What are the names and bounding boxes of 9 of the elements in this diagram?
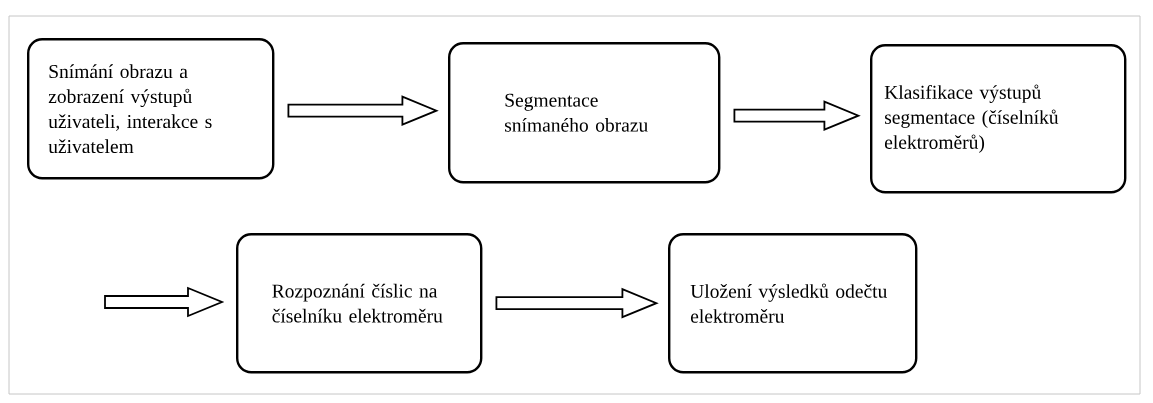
block-arrow [104, 286, 225, 318]
block-arrow [495, 287, 659, 319]
block-arrow [733, 100, 861, 132]
process-box: Uložení výsledků odečtu elektroměru [668, 233, 918, 374]
block-arrow [287, 95, 439, 127]
process-box: Snímání obrazu a zobrazení výstupů uživateli, interakce s uživatelem [27, 38, 275, 180]
process-box: Klasifikace výstupů segmentace (číselníků elektroměrů) [870, 44, 1127, 194]
process-box: Rozpoznání číslic na číselníku elektroměru [236, 233, 483, 374]
process-box: Segmentace snímaného obrazu [448, 42, 721, 184]
